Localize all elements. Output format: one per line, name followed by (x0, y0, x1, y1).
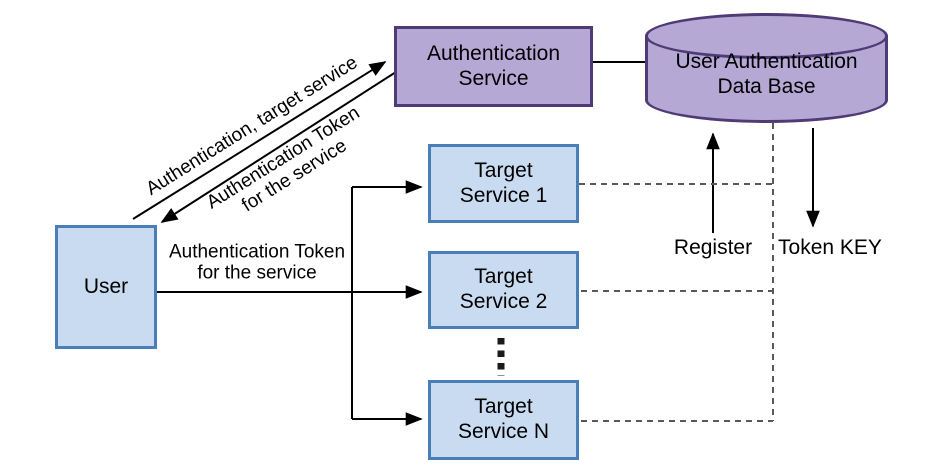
edge-label-token-key: Token KEY (778, 236, 882, 260)
node-user-label: User (83, 274, 129, 298)
node-user: User (55, 225, 157, 349)
node-authentication-service: Authentication Service (394, 26, 593, 107)
node-authentication-service-label: Authentication Service (426, 41, 561, 90)
node-database-label: User Authentication Data Base (675, 50, 858, 99)
node-target-service-2-label: Target Service 2 (459, 265, 548, 313)
edge-label-authentication-token-forward: Authentication Token for the service (168, 241, 346, 284)
node-user-authentication-database: User Authentication Data Base (645, 13, 888, 123)
edge-auth-token-return-arrow (160, 71, 397, 223)
node-target-service-1-label: Target Service 1 (459, 158, 548, 207)
node-target-service-n-label: Target Service N (457, 395, 550, 443)
edge-label-register: Register (673, 236, 753, 260)
node-target-service-1: Target Service 1 (428, 144, 579, 223)
node-target-service-n: Target Service N (428, 380, 579, 460)
node-target-service-2: Target Service 2 (428, 251, 579, 329)
edge-auth-request-arrow (132, 61, 387, 220)
database-cylinder-top (645, 13, 888, 59)
